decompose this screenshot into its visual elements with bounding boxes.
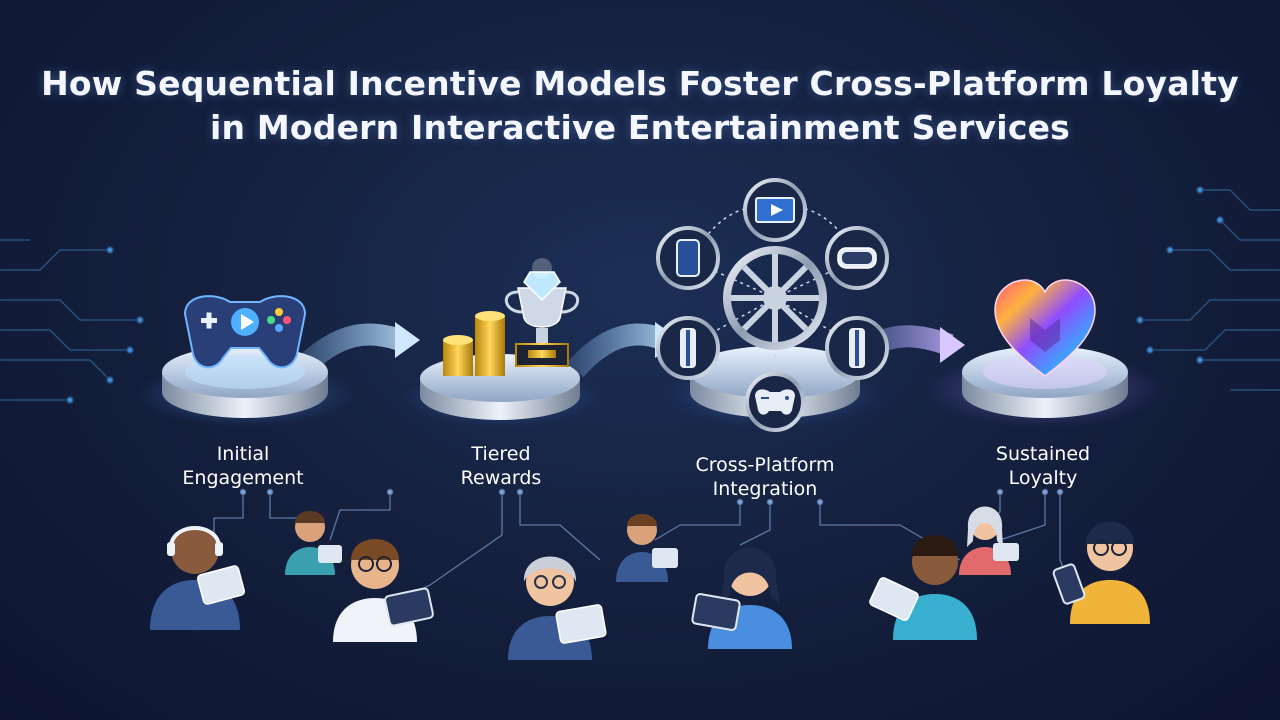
stage-3-line-1: Cross-Platform [695,454,835,476]
person-small-woman-right [959,506,1019,575]
person-man-teal-shirt [869,535,977,640]
title-line-1: How Sequential Incentive Models Foster C… [41,64,1239,103]
console-right-icon [825,316,889,380]
stage-4-line-2: Loyalty [1008,467,1078,489]
controller-icon [745,372,805,432]
stage-2-line-2: Rewards [460,467,542,489]
trophy-icon [505,258,579,367]
circuit-traces-left [0,239,144,404]
heart-icon [994,279,1096,377]
stage-3-line-2: Integration [712,478,818,500]
person-headset-user [150,526,246,630]
hub-wheel-icon [723,246,827,350]
person-glasses-boy [333,539,434,642]
person-woman-tablet [691,547,792,649]
title-line-2: in Modern Interactive Entertainment Serv… [209,108,1071,147]
stage-label-sustained-loyalty: Sustained Loyalty [953,442,1133,490]
platform-sustained-loyalty [925,279,1165,428]
circuit-traces-right [1136,186,1280,391]
stage-label-cross-platform-integration: Cross-Platform Integration [675,453,855,501]
stage-1-line-2: Engagement [182,467,304,489]
stage-label-initial-engagement: Initial Engagement [153,442,333,490]
stage-label-tiered-rewards: Tiered Rewards [411,442,591,490]
page-title: How Sequential Incentive Models Foster C… [0,62,1280,150]
person-grandma [508,556,607,660]
person-glasses-man-right [1052,521,1150,624]
stage-2-line-1: Tiered [471,443,531,465]
monitor-icon [743,178,807,242]
connector-lines [213,488,1071,601]
gold-coins-icon [443,311,505,376]
platform-tiered-rewards [400,258,600,428]
person-small-boy-left [285,511,342,575]
stage-4-line-1: Sustained [995,443,1091,465]
gamepad-icon [183,295,307,369]
smartphone-icon [656,226,720,290]
stage-1-line-1: Initial [216,443,270,465]
platform-initial-engagement [135,295,355,427]
console-left-icon [656,316,720,380]
vr-headset-icon [825,226,889,290]
person-small-man-center [616,514,678,582]
platform-cross-platform-integration [656,178,889,432]
